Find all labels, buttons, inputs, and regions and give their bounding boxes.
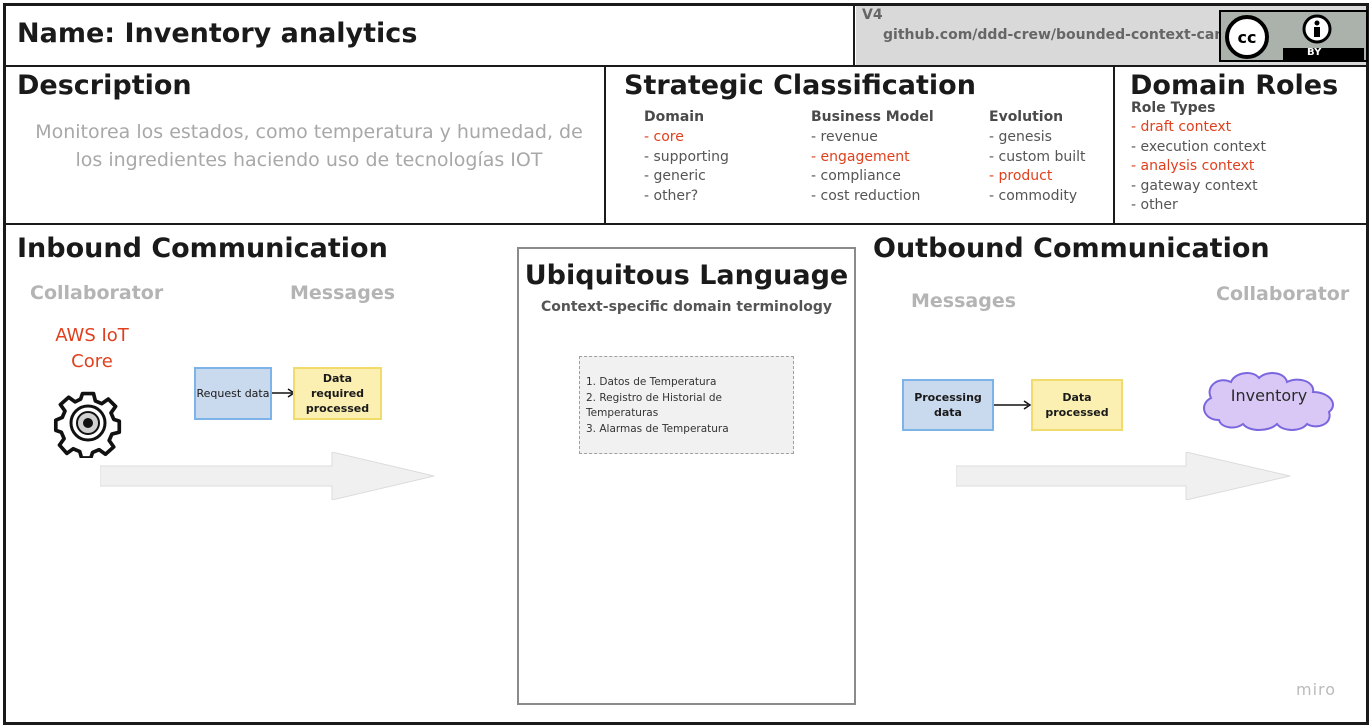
cloud-icon <box>1203 372 1334 431</box>
strategic-business-heading: Business Model <box>811 109 934 125</box>
outbound-event-sticky: Data processed <box>1031 379 1123 431</box>
business-option-engagement: - engagement <box>811 148 910 165</box>
svg-text:cc: cc <box>1238 28 1257 47</box>
domain-option-core: - core <box>644 129 684 145</box>
strategic-evolution-heading: Evolution <box>989 109 1064 125</box>
domain-option-other: - other? <box>644 187 699 204</box>
canvas-frame <box>3 3 1369 725</box>
ubiquitous-term: 1. Datos de Temperatura <box>586 376 717 388</box>
gear-icon <box>53 391 122 458</box>
business-option-revenue: - revenue <box>811 129 878 145</box>
evolution-option-genesis: - genesis <box>989 129 1052 145</box>
cc-license-badge: cc BY <box>1219 10 1368 62</box>
outbound-direction-arrow <box>956 452 1291 500</box>
inbound-messages-label: Messages <box>290 282 396 304</box>
outbound-event-label: Data processed <box>1045 391 1109 419</box>
evolution-option-commodity: - commodity <box>989 187 1078 204</box>
context-name: Name: Inventory analytics <box>17 18 418 49</box>
strategic-title: Strategic Classification <box>624 70 976 101</box>
business-option-compliance: - compliance <box>811 168 901 184</box>
divider-header <box>4 65 1368 67</box>
cc-icon <box>1225 15 1269 59</box>
outbound-messages-label: Messages <box>911 290 1017 312</box>
business-option-cost-reduction: - cost reduction <box>811 187 921 204</box>
evolution-option-custom-built: - custom built <box>989 148 1086 165</box>
role-option-execution: - execution context <box>1131 138 1266 155</box>
inbound-title: Inbound Communication <box>17 233 388 264</box>
divider-description <box>604 65 606 224</box>
domain-option-generic: - generic <box>644 168 706 184</box>
version-label: V4 <box>862 7 883 23</box>
domain-option-supporting: - supporting <box>644 148 729 165</box>
outbound-collaborator-label: Collaborator <box>1216 283 1350 305</box>
description-text: Monitorea los estados, como temperatura … <box>35 121 583 171</box>
role-types-heading: Role Types <box>1131 100 1216 116</box>
inbound-command-sticky: Request data <box>194 367 272 420</box>
inbound-event-sticky: Data required processed <box>293 367 382 420</box>
role-option-draft: - draft context <box>1131 119 1232 135</box>
inbound-event-label: Data required processed <box>305 372 370 415</box>
repo-link[interactable]: github.com/ddd-crew/bounded-context-canv… <box>883 27 1223 43</box>
divider-header-vertical <box>853 4 855 66</box>
role-option-gateway: - gateway context <box>1131 177 1258 194</box>
outbound-title: Outbound Communication <box>873 233 1270 264</box>
evolution-option-product: - product <box>989 168 1053 184</box>
outbound-flow-arrow <box>994 400 1032 410</box>
role-option-analysis: - analysis context <box>1131 158 1255 174</box>
inbound-collaborator-label: Collaborator <box>30 282 164 304</box>
divider-strategic <box>1113 65 1115 224</box>
inbound-collaborator-name: AWS IoT Core <box>55 325 129 372</box>
ubiquitous-term: 2. Registro de Historial de Temperaturas <box>586 391 722 420</box>
miro-watermark: miro <box>1296 680 1337 699</box>
role-option-other: - other <box>1131 197 1178 213</box>
description-title: Description <box>17 70 192 101</box>
ubiquitous-language-panel <box>517 247 856 705</box>
strategic-domain-heading: Domain <box>644 109 705 125</box>
license-by-label: BY <box>1307 47 1322 58</box>
ubiquitous-title: Ubiquitous Language <box>524 260 849 291</box>
ubiquitous-terms-note: 1. Datos de Temperatura 2. Registro de H… <box>579 356 794 454</box>
inbound-command-label: Request data <box>196 387 270 400</box>
inbound-direction-arrow <box>100 452 435 500</box>
ubiquitous-term: 3. Alarmas de Temperatura <box>586 422 729 435</box>
domain-roles-title: Domain Roles <box>1130 70 1339 101</box>
outbound-command-label: Processing data <box>914 391 982 419</box>
ubiquitous-subtitle: Context-specific domain terminology <box>540 299 833 315</box>
outbound-collaborator-name: Inventory <box>1230 386 1308 405</box>
divider-middle <box>4 223 1368 225</box>
outbound-command-sticky: Processing data <box>902 379 994 431</box>
